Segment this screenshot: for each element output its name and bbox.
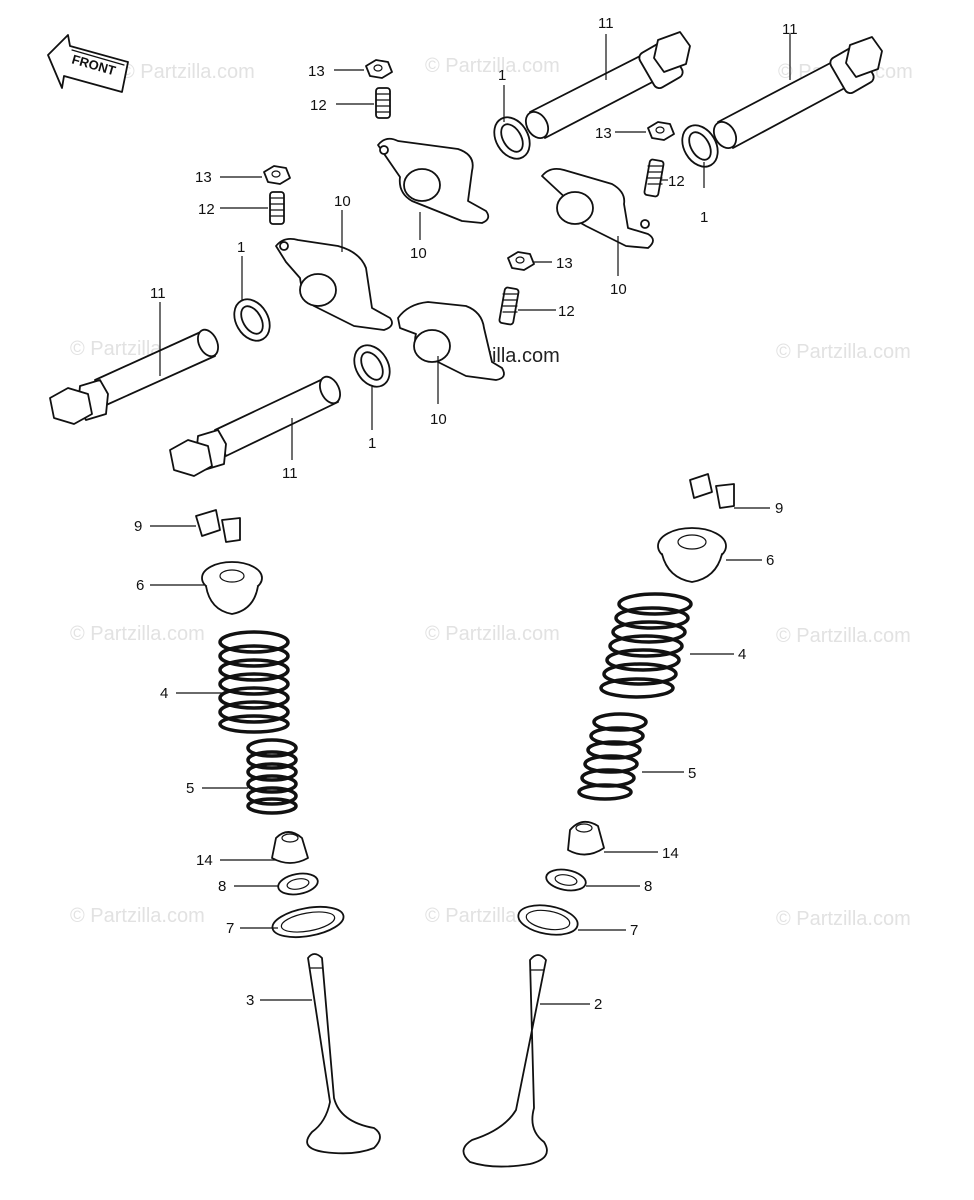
rocker-arm <box>541 167 654 249</box>
callout-11: 11 <box>598 15 614 32</box>
spring-retainer-left <box>201 561 263 615</box>
outer-spring-left <box>218 630 290 734</box>
cotter-right <box>689 473 735 509</box>
watermark: © Partzilla.com <box>120 61 255 83</box>
callout-4: 4 <box>738 646 746 663</box>
callout-13: 13 <box>556 255 573 272</box>
watermark: © Partzilla.com <box>776 341 911 363</box>
callout-14: 14 <box>662 845 679 862</box>
adjusting-screw <box>269 191 285 225</box>
lock-nut <box>507 251 535 271</box>
callout-12: 12 <box>310 97 327 114</box>
watermarks: © Partzilla.com © Partzilla.com © Partzi… <box>70 55 913 930</box>
callout-1: 1 <box>700 209 708 226</box>
callout-7: 7 <box>630 922 638 939</box>
callout-2: 2 <box>594 996 602 1013</box>
adjusting-screw <box>643 158 665 198</box>
callout-3: 3 <box>246 992 254 1009</box>
lock-nut <box>647 121 675 141</box>
callout-6: 6 <box>766 552 774 569</box>
watermark: © Partzilla.com <box>776 625 911 647</box>
callout-12: 12 <box>668 173 685 190</box>
callout-11: 11 <box>150 285 166 302</box>
callout-10: 10 <box>430 411 447 428</box>
callout-6: 6 <box>136 577 144 594</box>
callout-9: 9 <box>775 500 783 517</box>
rocker-shaft-left-lower <box>169 375 341 477</box>
rocker-shaft-top-center <box>524 31 691 140</box>
cotter-left <box>195 509 241 543</box>
watermark: © Partzilla.com <box>425 55 560 77</box>
rocker-shaft-left-upper <box>49 328 219 425</box>
callout-5: 5 <box>688 765 696 782</box>
watermark: © Partzilla.com <box>776 908 911 930</box>
callout-8: 8 <box>644 878 652 895</box>
callout-8: 8 <box>218 878 226 895</box>
callout-5: 5 <box>186 780 194 797</box>
stem-seal-right <box>567 820 605 856</box>
o-ring-inner <box>240 305 264 335</box>
washer-right <box>517 904 579 936</box>
exhaust-valve <box>306 953 381 1155</box>
callout-13: 13 <box>595 125 612 142</box>
spring-retainer-right <box>657 527 727 583</box>
inner-spring-right <box>577 712 648 801</box>
rocker-shaft-top-right <box>712 36 883 150</box>
lock-nut <box>263 165 291 185</box>
callout-1: 1 <box>498 67 506 84</box>
callout-14: 14 <box>196 852 213 869</box>
o-ring-inner <box>688 131 712 161</box>
watermark: © Partzilla.com <box>425 623 560 645</box>
callout-10: 10 <box>610 281 627 298</box>
adjusting-screw <box>375 87 391 119</box>
washer-left <box>271 905 345 939</box>
leader-lines <box>150 34 791 1005</box>
lock-nut <box>365 59 393 79</box>
o-ring-inner <box>500 123 524 153</box>
o-ring-inner <box>360 351 384 381</box>
callout-12: 12 <box>558 303 575 320</box>
rocker-arm <box>275 237 393 331</box>
intake-valve <box>462 954 548 1168</box>
adjusting-screw <box>498 286 520 326</box>
stem-seal-left <box>271 831 309 864</box>
spring-seat-left <box>277 872 319 896</box>
callout-12: 12 <box>198 201 215 218</box>
callout-4: 4 <box>160 685 168 702</box>
callout-11: 11 <box>782 21 798 38</box>
watermark: © Partzilla.com <box>70 623 205 645</box>
callout-1: 1 <box>368 435 376 452</box>
watermark: © Partzilla.com <box>70 905 205 927</box>
callout-13: 13 <box>308 63 325 80</box>
callout-11: 11 <box>282 465 298 482</box>
callout-7: 7 <box>226 920 234 937</box>
callout-10: 10 <box>334 193 351 210</box>
callout-9: 9 <box>134 518 142 535</box>
rocker-arm <box>377 137 490 224</box>
outer-spring-right <box>599 592 693 699</box>
callout-13: 13 <box>195 169 212 186</box>
inner-spring-left <box>246 738 298 815</box>
front-arrow-badge: FRONT <box>47 34 129 93</box>
callouts: 11 11 1 13 12 13 12 13 12 1 10 10 10 1 1… <box>134 15 798 1013</box>
callout-1: 1 <box>237 239 245 256</box>
callout-10: 10 <box>410 245 427 262</box>
spring-seat-right <box>545 868 587 892</box>
rocker-arm <box>397 301 505 381</box>
